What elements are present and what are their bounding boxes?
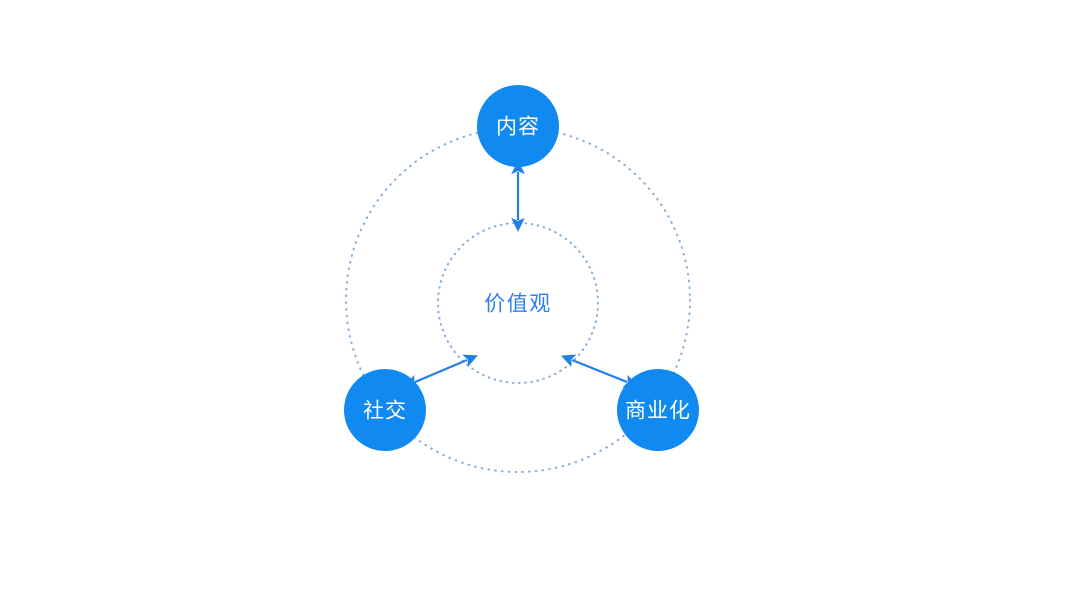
node-social[interactable]: 社交	[344, 369, 426, 451]
node-social-circle[interactable]	[344, 369, 426, 451]
node-social-label: 社交	[363, 400, 407, 423]
center-label: 价值观	[484, 293, 552, 316]
node-content[interactable]: 内容	[477, 85, 559, 167]
node-commercialization-label: 商业化	[625, 400, 691, 423]
node-content-label: 内容	[496, 116, 540, 139]
node-commercialization[interactable]: 商业化	[617, 369, 699, 451]
node-commercialization-circle[interactable]	[617, 369, 699, 451]
connector-commercialization-center	[560, 354, 639, 388]
connector-social-center	[404, 354, 478, 388]
node-content-circle[interactable]	[477, 85, 559, 167]
inner-dotted-ring	[436, 221, 600, 385]
